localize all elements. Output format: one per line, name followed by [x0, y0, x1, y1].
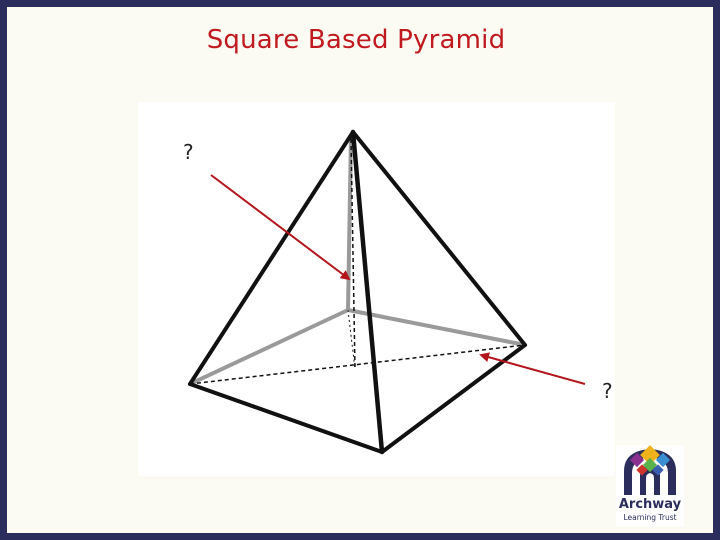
- diagonal-dashed-line: [189, 344, 526, 385]
- pyramid-diagram: [188, 129, 586, 455]
- edge-apex-right: [351, 130, 527, 347]
- slide-body: Square Based Pyramid: [7, 7, 713, 533]
- edge-apex-left: [188, 130, 355, 386]
- height-question-mark: ?: [183, 140, 194, 164]
- base-center-marker: [347, 309, 356, 370]
- arrow-to-height: [210, 174, 351, 281]
- edge-apex-front: [350, 129, 385, 455]
- hidden-edge-back-left: [189, 308, 349, 386]
- edge-base-front-right: [380, 343, 527, 454]
- hidden-edge-apex-back: [346, 134, 353, 311]
- arrow-to-base-edge: [479, 352, 586, 385]
- edge-base-left-front: [188, 382, 384, 454]
- hidden-edges: [189, 134, 526, 386]
- slide-title: Square Based Pyramid: [206, 25, 506, 55]
- height-dashed-line: [350, 138, 356, 370]
- archway-logo: Archway Learning Trust: [616, 445, 684, 527]
- construction-lines: [189, 138, 526, 385]
- visible-edges: [188, 129, 527, 455]
- logo-name: Archway: [618, 497, 682, 512]
- hidden-edge-back-right: [347, 308, 526, 347]
- base-edge-question-mark: ?: [602, 379, 613, 403]
- logo-subtitle: Learning Trust: [623, 513, 677, 522]
- pointer-arrows: [210, 174, 586, 385]
- archway-emblem-icon: [624, 445, 676, 495]
